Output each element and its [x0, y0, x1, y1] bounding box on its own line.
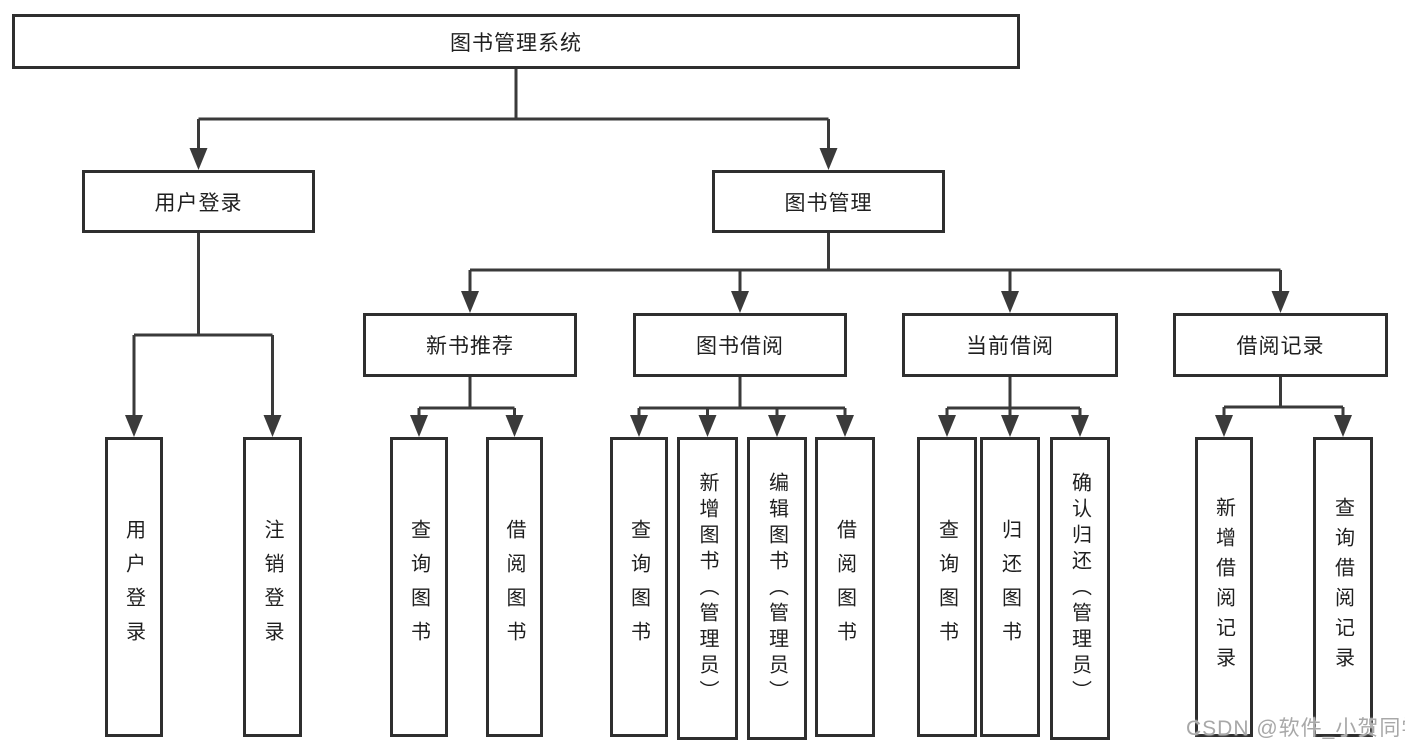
node-label: 新增借阅记录: [1212, 497, 1235, 677]
node-book-management: 图书管理: [712, 170, 945, 233]
node-book-borrowing: 图书借阅: [633, 313, 847, 377]
node-label: 查询图书: [407, 519, 430, 655]
leaf-confirm-return-admin: 确认归还（管理员）: [1050, 437, 1110, 740]
leaf-query-borrow-record: 查询借阅记录: [1313, 437, 1373, 737]
leaf-add-book-admin: 新增图书（管理员）: [677, 437, 738, 740]
node-library-management-system: 图书管理系统: [12, 14, 1020, 69]
node-new-book-recommendation: 新书推荐: [363, 313, 577, 377]
csdn-watermark: CSDN @软件_小贺同学: [1186, 717, 1405, 740]
leaf-return-book: 归还图书: [980, 437, 1040, 737]
node-user-login: 用户登录: [82, 170, 315, 233]
leaf-user-login: 用户登录: [105, 437, 163, 737]
node-label: 新书推荐: [426, 335, 514, 358]
node-label: 图书管理: [784, 191, 873, 215]
leaf-borrow-books-recommendation: 借阅图书: [486, 437, 543, 737]
node-label: 查询图书: [627, 519, 650, 655]
node-label: 借阅记录: [1236, 335, 1325, 358]
node-label: 归还图书: [998, 519, 1021, 655]
node-label: 查询借阅记录: [1331, 497, 1354, 677]
leaf-add-borrow-record: 新增借阅记录: [1195, 437, 1253, 737]
node-label: 用户登录: [154, 191, 243, 215]
node-label: 借阅图书: [833, 519, 856, 655]
node-label: 用户登录: [122, 519, 145, 655]
node-label: 当前借阅: [966, 335, 1054, 358]
arrowheads: [125, 148, 1352, 437]
leaf-query-books-borrowing: 查询图书: [610, 437, 668, 737]
node-current-borrowing: 当前借阅: [902, 313, 1118, 377]
node-label: 编辑图书（管理员）: [765, 471, 788, 706]
leaf-logout: 注销登录: [243, 437, 302, 737]
leaf-edit-book-admin: 编辑图书（管理员）: [747, 437, 807, 740]
node-label: 确认归还（管理员）: [1068, 471, 1091, 706]
node-label: 查询图书: [935, 519, 958, 655]
node-label: 注销登录: [261, 519, 283, 655]
leaf-query-books-recommendation: 查询图书: [390, 437, 448, 737]
node-label: 新增图书（管理员）: [696, 471, 718, 706]
leaf-query-books-current: 查询图书: [917, 437, 977, 737]
node-label: 图书管理系统: [450, 31, 582, 55]
leaf-borrow-books: 借阅图书: [815, 437, 875, 737]
node-borrowing-records: 借阅记录: [1173, 313, 1388, 377]
node-label: 借阅图书: [503, 519, 525, 655]
node-label: 图书借阅: [696, 335, 784, 358]
